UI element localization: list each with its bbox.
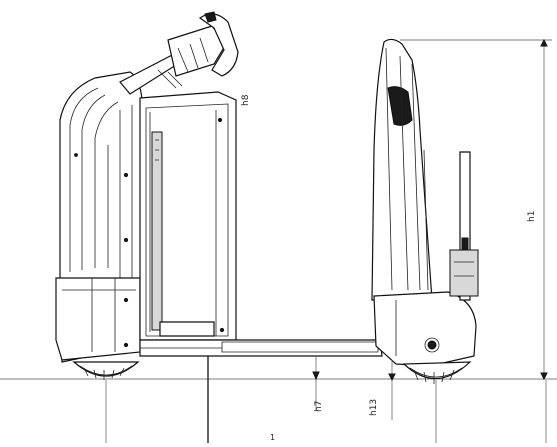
h8-label: h8 bbox=[241, 94, 251, 106]
bottom-marker-label: 1 bbox=[270, 433, 275, 442]
dimension-h1: h1 bbox=[400, 38, 552, 381]
h1-label: h1 bbox=[527, 211, 537, 222]
backrest bbox=[371, 38, 433, 301]
rear-body bbox=[55, 71, 143, 363]
front-wheel bbox=[402, 361, 472, 384]
h7-label: h7 bbox=[314, 401, 324, 412]
rear-wheel bbox=[72, 361, 140, 380]
door-frame bbox=[139, 91, 237, 341]
dimension-h7: h7 bbox=[312, 356, 324, 412]
dimension-h13: h13 bbox=[369, 360, 396, 420]
extension-lines: 1 bbox=[105, 356, 547, 443]
steering-assembly: h8 bbox=[119, 11, 251, 106]
h13-label: h13 bbox=[369, 399, 379, 416]
floor-platform bbox=[139, 339, 383, 357]
